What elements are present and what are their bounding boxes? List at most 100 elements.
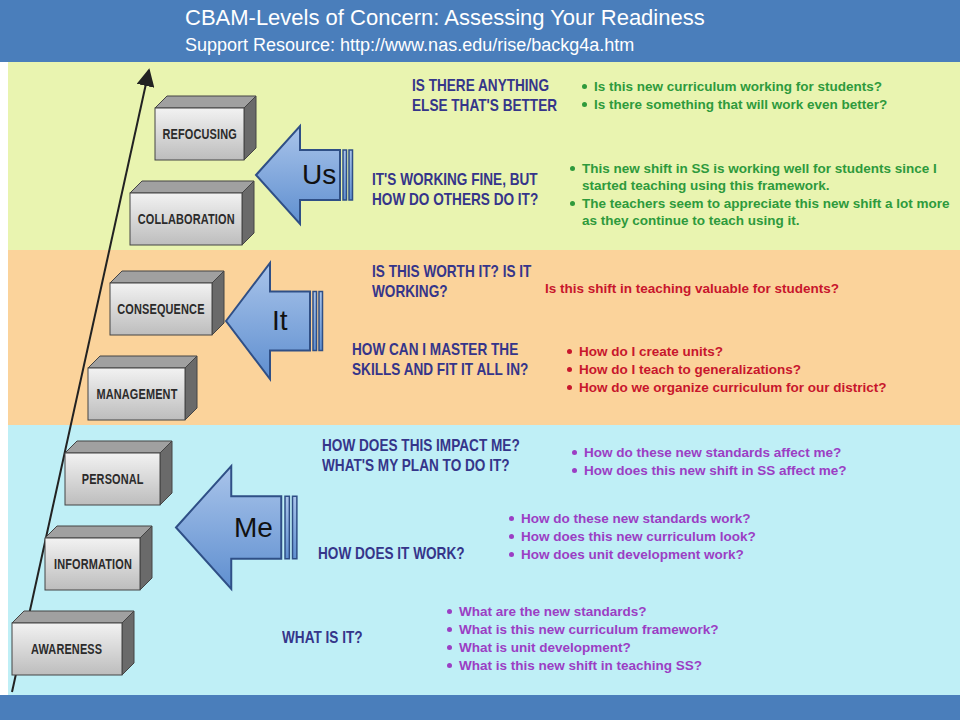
step-side xyxy=(185,356,197,420)
step-front xyxy=(130,193,242,245)
bullet-text: How does this new curriculum look? xyxy=(505,528,950,545)
arrow-tail-bar xyxy=(285,496,289,559)
bullet-dot xyxy=(567,385,572,390)
arrow-label: Us xyxy=(302,159,336,191)
stair-step: PERSONAL xyxy=(65,453,160,505)
step-top xyxy=(130,181,254,193)
bullet-dot xyxy=(567,367,572,372)
bullet-text: What is this new shift in teaching SS? xyxy=(443,657,903,674)
bullet-dot xyxy=(509,552,514,557)
step-label: CONSEQUENCE xyxy=(117,301,204,317)
bullet-text: Is this shift in teaching valuable for s… xyxy=(545,280,955,297)
step-front xyxy=(45,538,140,590)
bullet-dot xyxy=(572,450,577,455)
bullet-dot xyxy=(447,627,452,632)
level-arrow: It xyxy=(225,262,325,380)
bullet-list: Is this new curriculum working for stude… xyxy=(578,78,956,114)
step-label: AWARENESS xyxy=(31,641,102,657)
bullet-text: Is this new curriculum working for stude… xyxy=(578,78,956,95)
step-side xyxy=(160,441,172,505)
bullet-text: What is unit development? xyxy=(443,639,903,656)
arrow-body xyxy=(176,466,281,589)
step-label: REFOCUSING xyxy=(162,126,236,142)
arrow-body xyxy=(226,263,310,379)
stair-step: AWARENESS xyxy=(12,623,122,675)
step-side xyxy=(122,611,134,675)
bullet-dot xyxy=(570,166,575,171)
step-side xyxy=(242,181,254,245)
bullet-list: This new shift in SS is working well for… xyxy=(566,160,956,230)
arrow-label: Me xyxy=(234,512,273,544)
bullet-text: This new shift in SS is working well for… xyxy=(566,160,956,194)
bullet-dot xyxy=(570,201,575,206)
level-arrow: Me xyxy=(175,465,300,590)
step-label: MANAGEMENT xyxy=(96,386,177,402)
bullet-text: The teachers seem to appreciate this new… xyxy=(566,195,956,229)
arrow-tail-bar xyxy=(293,496,297,559)
bullet-list: How do these new standards affect me?How… xyxy=(568,444,956,480)
title-bar xyxy=(0,0,960,62)
bullet-text: Is there something that will work even b… xyxy=(578,96,956,113)
bullet-dot xyxy=(582,102,587,107)
level-question: WHAT IS IT? xyxy=(282,628,402,648)
bullet-text: What is this new curriculum framework? xyxy=(443,621,903,638)
step-side xyxy=(212,271,224,335)
level-arrow: Us xyxy=(255,125,355,225)
level-question: IT'S WORKING FINE, BUT HOW DO OTHERS DO … xyxy=(372,170,556,210)
bullet-list: How do these new standards work?How does… xyxy=(505,510,950,564)
step-top xyxy=(45,526,152,538)
bullet-dot xyxy=(509,516,514,521)
step-front xyxy=(155,108,244,160)
level-question: HOW DOES IT WORK? xyxy=(318,544,502,564)
step-front xyxy=(88,368,185,420)
bullet-text: How does this new shift in SS affect me? xyxy=(568,462,956,479)
arrow-tail-bar xyxy=(319,292,323,351)
bullet-dot xyxy=(447,663,452,668)
stair-step: INFORMATION xyxy=(45,538,140,590)
step-front xyxy=(12,623,122,675)
bullet-text: How do we organize curriculum for our di… xyxy=(563,379,955,396)
step-top xyxy=(12,611,134,623)
bullet-text: How do these new standards affect me? xyxy=(568,444,956,461)
bullet-text: What are the new standards? xyxy=(443,603,903,620)
it-band xyxy=(8,250,960,425)
bullet-dot xyxy=(572,468,577,473)
bullet-text: How do I create units? xyxy=(563,343,955,360)
bullet-text: How do I teach to generalizations? xyxy=(563,361,955,378)
bullet-dot xyxy=(447,609,452,614)
step-top xyxy=(88,356,197,368)
bullet-text: How do these new standards work? xyxy=(505,510,950,527)
bullet-dot xyxy=(567,349,572,354)
us-band xyxy=(8,62,960,250)
level-question: IS THIS WORTH IT? IS IT WORKING? xyxy=(372,262,540,302)
stair-step: REFOCUSING xyxy=(155,108,244,160)
level-question: IS THERE ANYTHING ELSE THAT'S BETTER xyxy=(412,76,576,116)
bullet-dot xyxy=(509,534,514,539)
arrow-label: It xyxy=(272,305,288,337)
arrow-tail-bar xyxy=(343,150,347,200)
step-label: INFORMATION xyxy=(54,556,132,572)
arrow-tail-bar xyxy=(313,292,317,351)
stair-step: MANAGEMENT xyxy=(88,368,185,420)
resource-link: Support Resource: http://www.nas.edu/ris… xyxy=(185,34,634,56)
bullet-list: Is this shift in teaching valuable for s… xyxy=(545,280,955,298)
step-top xyxy=(110,271,224,283)
bullet-list: How do I create units?How do I teach to … xyxy=(563,343,955,397)
step-front xyxy=(110,283,212,335)
slide-title: CBAM-Levels of Concern: Assessing Your R… xyxy=(185,5,705,31)
step-top xyxy=(65,441,172,453)
step-top xyxy=(155,96,256,108)
bullet-text: How does unit development work? xyxy=(505,546,950,563)
step-front xyxy=(65,453,160,505)
stair-step: COLLABORATION xyxy=(130,193,242,245)
level-question: HOW DOES THIS IMPACT ME? WHAT'S MY PLAN … xyxy=(322,436,554,476)
arrow-body xyxy=(256,126,340,224)
level-question: HOW CAN I MASTER THE SKILLS AND FIT IT A… xyxy=(352,340,552,380)
footer-bar xyxy=(0,695,960,720)
step-label: COLLABORATION xyxy=(137,211,234,227)
bullet-dot xyxy=(582,84,587,89)
stair-step: CONSEQUENCE xyxy=(110,283,212,335)
step-side xyxy=(244,96,256,160)
me-band xyxy=(8,425,960,695)
